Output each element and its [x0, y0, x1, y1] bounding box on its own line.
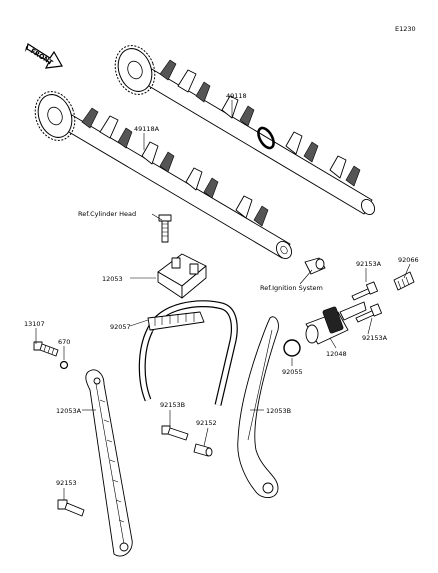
diagram-code: E1230	[395, 25, 416, 33]
camshaft-lower	[34, 91, 292, 259]
label-92153A-bottom: 92153A	[362, 334, 388, 342]
label-92066: 92066	[398, 256, 419, 264]
timing-chain	[138, 300, 238, 406]
washer-670	[59, 360, 69, 370]
part-labels: 49118 49118A Ref.Cylinder Head 12053 Ref…	[24, 92, 419, 487]
label-49118: 49118	[226, 92, 247, 100]
label-670: 670	[58, 338, 70, 346]
camshaft-upper	[114, 45, 376, 215]
label-13107: 13107	[24, 320, 45, 328]
label-ref-cylinder-head: Ref.Cylinder Head	[78, 210, 136, 218]
label-92153A-top: 92153A	[356, 260, 382, 268]
bolt-92153A-top	[351, 281, 379, 301]
chain-tensioner	[305, 301, 367, 345]
label-49118A: 49118A	[134, 125, 160, 133]
collar-92152	[193, 443, 213, 457]
chain-guide-12053	[157, 253, 207, 299]
cap-bolt-92066	[393, 271, 415, 291]
label-12053A: 12053A	[56, 407, 82, 415]
bolt-92153A-bottom	[355, 303, 383, 323]
label-12053B: 12053B	[266, 407, 291, 415]
label-12048: 12048	[326, 350, 347, 358]
label-ref-ignition-system: Ref.Ignition System	[260, 284, 323, 292]
bolt-92153	[57, 499, 85, 517]
label-92153B: 92153B	[160, 401, 185, 409]
bolt-92153B	[161, 425, 189, 441]
front-arrow-icon: FRONT	[25, 43, 63, 69]
label-92153: 92153	[56, 479, 77, 487]
chain-guide-12053A	[85, 369, 133, 557]
rotor-cap	[304, 257, 326, 275]
label-12053: 12053	[102, 275, 123, 283]
front-arrow-label: FRONT	[29, 47, 55, 67]
leader-lines	[35, 100, 411, 500]
label-92055: 92055	[282, 368, 303, 376]
oring-92055	[283, 339, 301, 357]
chain-guide-12053B	[237, 316, 279, 498]
label-92152: 92152	[196, 419, 217, 427]
bolt-13107	[33, 341, 59, 357]
label-92057: 92057	[110, 323, 131, 331]
